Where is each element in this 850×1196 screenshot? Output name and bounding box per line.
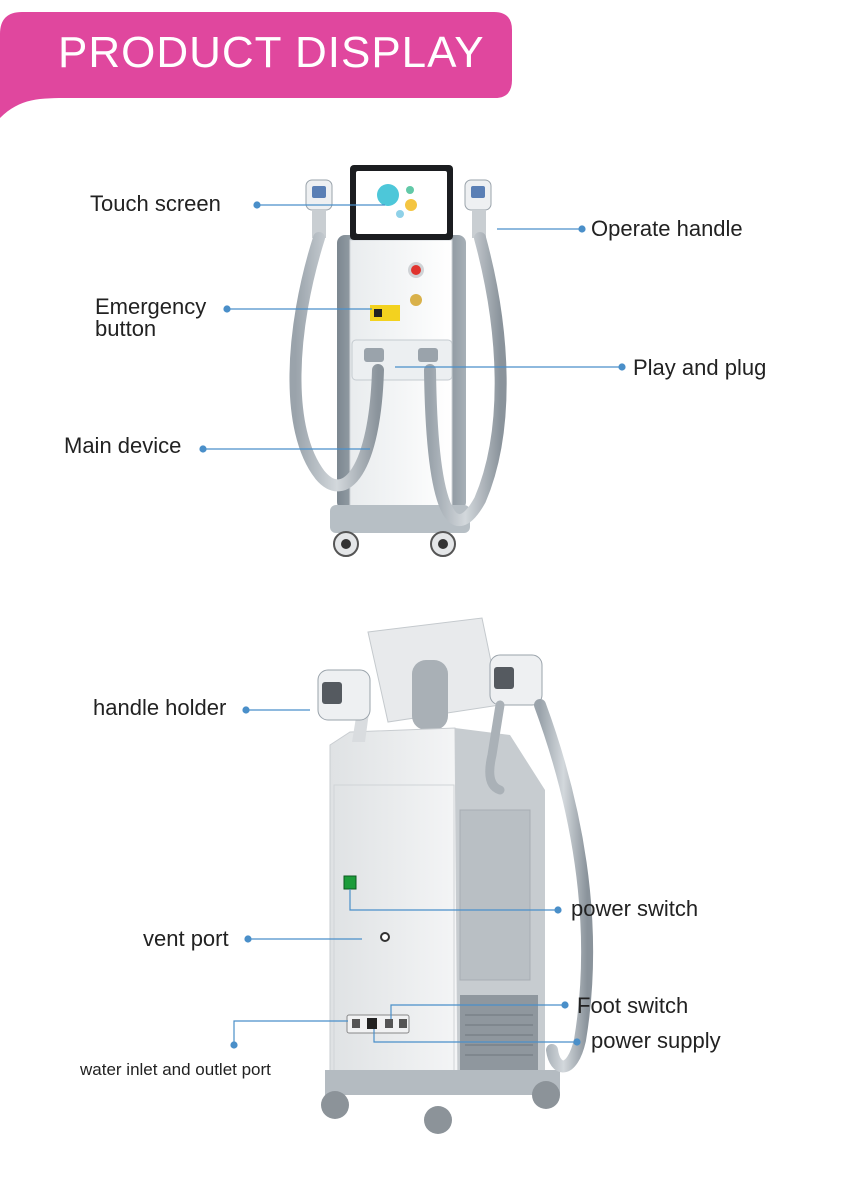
label-emergency-button-line2: button <box>95 316 157 341</box>
page-title: PRODUCT DISPLAY <box>58 28 485 77</box>
label-play-and-plug: Play and plug <box>633 355 767 380</box>
header-banner <box>0 12 512 118</box>
label-vent-port: vent port <box>143 926 229 951</box>
label-handle-holder: handle holder <box>93 695 227 720</box>
label-power-supply: power supply <box>591 1028 721 1053</box>
label-power-switch: power switch <box>571 896 699 921</box>
label-emergency-button-line1: Emergency <box>95 294 207 319</box>
back-machine <box>317 617 594 1134</box>
front-machine <box>289 165 507 557</box>
leader-lines <box>199 201 626 1049</box>
label-water-port: water inlet and outlet port <box>80 1060 271 1079</box>
label-foot-switch: Foot switch <box>577 993 689 1018</box>
label-touch-screen: Touch screen <box>90 191 221 216</box>
label-operate-handle: Operate handle <box>591 216 743 241</box>
label-main-device: Main device <box>64 433 182 458</box>
